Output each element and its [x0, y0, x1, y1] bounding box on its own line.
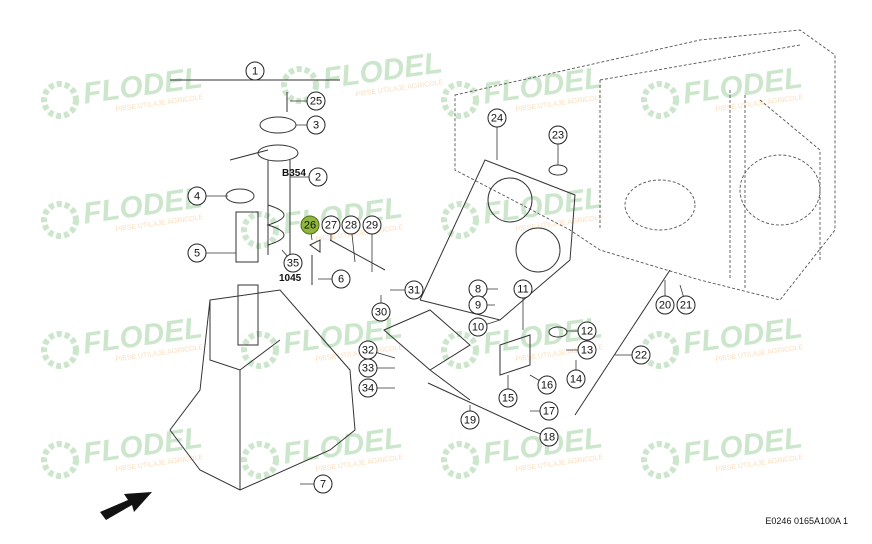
callout-18[interactable]: 18	[539, 427, 559, 447]
svg-text:19: 19	[464, 415, 476, 427]
callout-27[interactable]: 27	[321, 215, 341, 235]
svg-text:12: 12	[581, 326, 593, 338]
callout-31[interactable]: 31	[404, 280, 424, 300]
callout-15[interactable]: 15	[498, 388, 518, 408]
svg-text:2: 2	[315, 172, 321, 184]
svg-text:25: 25	[310, 96, 322, 108]
callout-10[interactable]: 10	[468, 317, 488, 337]
svg-text:26: 26	[304, 220, 316, 232]
callout-17[interactable]: 17	[539, 401, 559, 421]
svg-text:4: 4	[194, 191, 200, 203]
svg-text:34: 34	[362, 383, 374, 395]
callout-8[interactable]: 8	[468, 279, 488, 299]
svg-text:18: 18	[543, 432, 555, 444]
callout-16[interactable]: 16	[537, 375, 557, 395]
svg-text:16: 16	[541, 380, 553, 392]
svg-text:22: 22	[635, 350, 647, 362]
label-1045: 1045	[279, 273, 302, 284]
svg-text:5: 5	[194, 248, 200, 260]
svg-text:15: 15	[502, 393, 514, 405]
svg-text:6: 6	[338, 274, 344, 286]
svg-text:32: 32	[362, 345, 374, 357]
rods-drawing	[170, 79, 671, 431]
svg-text:1: 1	[252, 66, 258, 78]
svg-text:31: 31	[408, 285, 420, 297]
callout-3[interactable]: 3	[306, 115, 326, 135]
svg-text:7: 7	[320, 479, 326, 491]
callout-13[interactable]: 13	[577, 340, 597, 360]
svg-text:9: 9	[475, 300, 481, 312]
callout-11[interactable]: 11	[513, 279, 533, 299]
callout-1[interactable]: 1	[245, 61, 265, 81]
label-b354: B354	[282, 168, 306, 179]
svg-text:3: 3	[313, 120, 319, 132]
callout-20[interactable]: 20	[655, 295, 675, 315]
callout-30[interactable]: 30	[371, 302, 391, 322]
callout-19[interactable]: 19	[460, 410, 480, 430]
svg-text:10: 10	[472, 322, 484, 334]
callout-9[interactable]: 9	[468, 295, 488, 315]
callout-14[interactable]: 14	[566, 369, 586, 389]
callout-24[interactable]: 24	[487, 108, 507, 128]
svg-text:24: 24	[491, 113, 503, 125]
svg-text:28: 28	[345, 220, 357, 232]
callout-28[interactable]: 28	[341, 215, 361, 235]
callout-33[interactable]: 33	[358, 358, 378, 378]
callout-32[interactable]: 32	[358, 340, 378, 360]
callout-23[interactable]: 23	[548, 125, 568, 145]
direction-arrow-icon	[100, 492, 152, 520]
callout-2[interactable]: 2	[308, 167, 328, 187]
tractor-frame-drawing	[454, 29, 836, 301]
callout-25[interactable]: 25	[306, 91, 326, 111]
svg-text:23: 23	[552, 130, 564, 142]
callout-26[interactable]: 26	[300, 215, 320, 235]
callout-35[interactable]: 35	[283, 253, 303, 273]
callout-5[interactable]: 5	[187, 243, 207, 263]
svg-text:11: 11	[517, 284, 528, 296]
svg-text:17: 17	[543, 406, 555, 418]
svg-text:13: 13	[581, 345, 593, 357]
svg-text:14: 14	[570, 374, 582, 386]
callout-29[interactable]: 29	[362, 215, 382, 235]
callout-21[interactable]: 21	[676, 295, 696, 315]
callout-4[interactable]: 4	[187, 186, 207, 206]
reference-code: E0246 0165A100A 1	[765, 516, 848, 526]
svg-text:20: 20	[659, 300, 671, 312]
svg-text:8: 8	[475, 284, 481, 296]
svg-text:27: 27	[325, 220, 337, 232]
svg-text:33: 33	[362, 363, 374, 375]
bracket-drawing	[383, 159, 576, 401]
callout-34[interactable]: 34	[358, 378, 378, 398]
svg-text:30: 30	[375, 307, 387, 319]
fuel-tank-drawing	[169, 92, 386, 491]
svg-text:29: 29	[366, 220, 378, 232]
callout-7[interactable]: 7	[313, 474, 333, 494]
svg-text:35: 35	[287, 258, 299, 270]
svg-text:21: 21	[680, 300, 692, 312]
callout-12[interactable]: 12	[577, 321, 597, 341]
callout-6[interactable]: 6	[331, 269, 351, 289]
callout-22[interactable]: 22	[631, 345, 651, 365]
